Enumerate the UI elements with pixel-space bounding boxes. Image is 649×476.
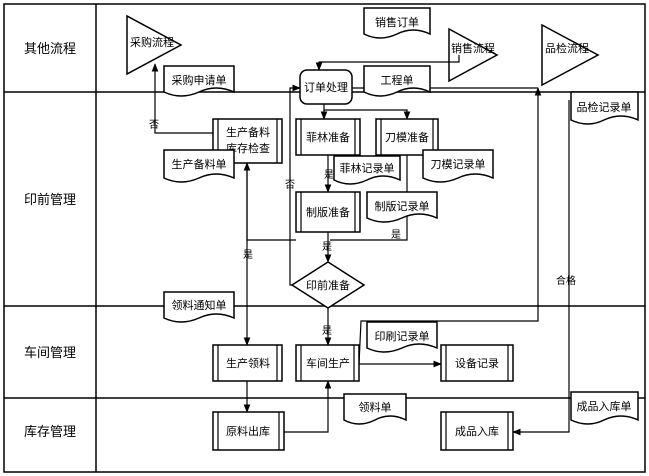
doc-sales-order: 销售订单: [363, 7, 431, 39]
lane-label-other: 其他流程: [24, 42, 76, 57]
svg-text:销售订单: 销售订单: [375, 15, 419, 29]
svg-text:品检记录单: 品检记录单: [577, 100, 632, 114]
decision-prepress-prep: 印前准备: [290, 261, 366, 309]
process-order-processing: 订单处理: [299, 69, 353, 105]
svg-text:印前准备: 印前准备: [306, 278, 350, 292]
svg-text:成品入库: 成品入库: [455, 425, 499, 438]
svg-text:品检流程: 品检流程: [545, 41, 589, 55]
process-finished-goods-in: 成品入库: [440, 411, 514, 451]
svg-text:刀模准备: 刀模准备: [385, 130, 429, 144]
doc-plate-record: 制版记录单: [366, 191, 438, 223]
svg-text:工程单: 工程单: [381, 74, 414, 87]
external-qc-process: 品检流程: [541, 23, 600, 87]
lane-label-prepress: 印前管理: [24, 192, 76, 208]
svg-text:原料出库: 原料出库: [226, 424, 270, 438]
svg-text:采购流程: 采购流程: [130, 35, 174, 49]
edge-label-pass: 合格: [556, 274, 576, 287]
process-production-pick: 生产领料: [212, 344, 283, 382]
svg-text:菲林记录单: 菲林记录单: [340, 161, 395, 175]
svg-text:制版准备: 制版准备: [306, 205, 350, 219]
svg-text:菲林准备: 菲林准备: [306, 130, 350, 144]
svg-text:领料单: 领料单: [359, 400, 392, 414]
process-film-prep: 菲林准备: [295, 118, 361, 156]
doc-production-material: 生产备料单: [163, 149, 235, 183]
process-equipment-record: 设备记录: [440, 344, 514, 382]
edge-label-yes-prepress: 是: [322, 325, 332, 337]
lane-label-inventory: 库存管理: [24, 424, 76, 440]
lane-label-workshop: 车间管理: [24, 345, 76, 361]
doc-engineering: 工程单: [363, 65, 431, 97]
svg-text:印刷记录单: 印刷记录单: [375, 330, 430, 343]
svg-text:车间生产: 车间生产: [306, 356, 350, 370]
doc-qc-record: 品检记录单: [570, 91, 639, 125]
svg-text:销售流程: 销售流程: [451, 41, 495, 55]
process-raw-material-out: 原料出库: [212, 411, 285, 451]
doc-purchase-request: 采购申请单: [163, 65, 235, 97]
external-purchase-process: 采购流程: [126, 14, 183, 76]
svg-text:成品入库单: 成品入库单: [577, 400, 632, 413]
svg-text:生产备料: 生产备料: [226, 125, 270, 139]
svg-text:生产领料: 生产领料: [226, 356, 270, 370]
svg-text:采购申请单: 采购申请单: [172, 73, 227, 87]
edge-label-yes-plate: 是: [322, 241, 332, 253]
svg-text:制版记录单: 制版记录单: [375, 199, 430, 213]
process-plate-prep: 制版准备: [295, 191, 361, 233]
external-sales-process: 销售流程: [448, 27, 499, 83]
svg-text:领料通知单: 领料通知单: [172, 298, 227, 312]
svg-text:设备记录: 设备记录: [455, 356, 499, 370]
doc-print-record: 印刷记录单: [366, 321, 438, 353]
edge-label-yes-die: 是: [391, 229, 401, 241]
edge-label-no-loop: 否: [285, 179, 295, 191]
svg-text:订单处理: 订单处理: [304, 81, 348, 94]
doc-pick-notice: 领料通知单: [163, 291, 235, 323]
svg-text:生产备料单: 生产备料单: [172, 157, 227, 171]
edge-label-yes-film: 是: [324, 169, 334, 181]
edge-label-no-purchase: 否: [149, 119, 159, 131]
process-workshop-production: 车间生产: [295, 344, 360, 382]
edge-label-yes-stock: 是: [243, 249, 253, 261]
svg-text:库存检查: 库存检查: [226, 141, 270, 155]
doc-film-record: 菲林记录单: [333, 155, 401, 185]
svg-text:刀模记录单: 刀模记录单: [431, 158, 486, 171]
doc-pick-list: 领料单: [343, 393, 407, 425]
doc-die-record: 刀模记录单: [422, 149, 494, 183]
doc-fg-receipt: 成品入库单: [570, 391, 639, 425]
process-die-prep: 刀模准备: [375, 118, 439, 156]
